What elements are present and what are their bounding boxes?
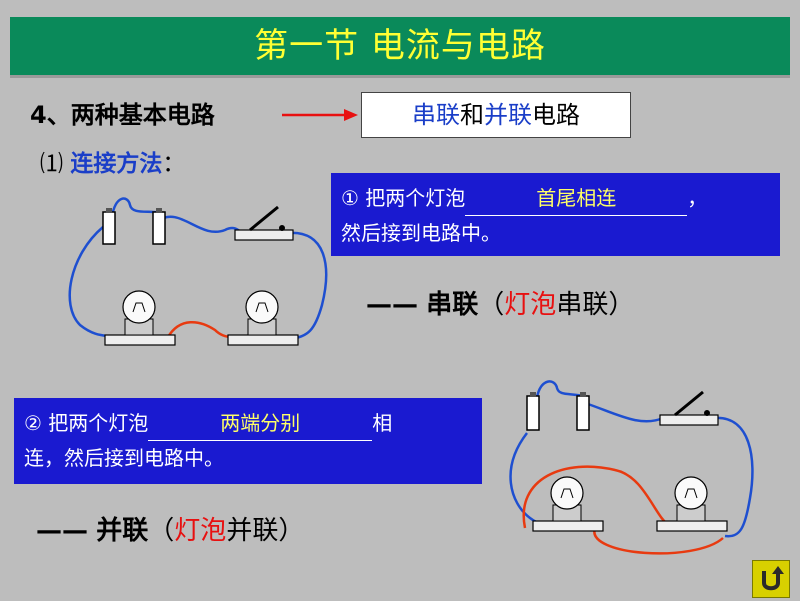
- circuit-types-box: 串联和并联电路: [361, 92, 631, 138]
- series-rest: 串联）: [556, 290, 635, 320]
- colon: ：: [162, 151, 186, 177]
- bulb-word: 灯泡: [504, 290, 557, 320]
- parallel-circuit-diagram: [509, 380, 754, 555]
- and-word: 和: [460, 101, 484, 129]
- return-button[interactable]: [752, 560, 790, 598]
- paren-open: （: [478, 290, 505, 320]
- series-word: 串联: [412, 101, 460, 129]
- switch-icon: [234, 205, 294, 241]
- series-conclusion: —— 串联（灯泡串联）: [366, 284, 634, 321]
- series-line2: 然后接到电路中。: [341, 221, 501, 245]
- switch-icon: [659, 390, 719, 426]
- circuit-word: 电路: [532, 101, 580, 129]
- series-prefix: ① 把两个灯泡: [341, 186, 466, 210]
- parallel-conclusion: —— 并联（灯泡并联）: [36, 510, 304, 547]
- paren-open: （: [148, 516, 175, 546]
- parallel-rest: 并联）: [226, 516, 305, 546]
- return-arrow-icon: [762, 566, 784, 591]
- series-suffix: ，: [687, 186, 708, 210]
- parallel-label: 并联: [96, 516, 149, 546]
- battery-icon: [526, 392, 590, 431]
- section-heading: 4、两种基本电路: [30, 101, 215, 129]
- title-bar: 第一节 电流与电路: [10, 17, 790, 78]
- parallel-suffix: 相: [372, 411, 393, 435]
- bulb-icon: [532, 476, 604, 532]
- dash: ——: [366, 290, 418, 320]
- series-description-box: ① 把两个灯泡首尾相连， 然后接到电路中。: [331, 173, 780, 256]
- arrow-right-icon: [282, 109, 358, 121]
- parallel-word: 并联: [484, 101, 532, 129]
- item-number: ⑴: [40, 151, 63, 177]
- series-label: 串联: [426, 290, 479, 320]
- parallel-line2: 连，然后接到电路中。: [24, 446, 224, 470]
- parallel-description-box: ② 把两个灯泡两端分别相 连，然后接到电路中。: [14, 398, 482, 484]
- bulb-icon: [227, 290, 299, 346]
- bulb-word: 灯泡: [174, 516, 227, 546]
- bulb-icon: [656, 476, 728, 532]
- series-blank-answer: 首尾相连: [465, 181, 688, 216]
- connection-method-label: 连接方法: [70, 151, 163, 177]
- dash: ——: [36, 516, 88, 546]
- battery-icon: [102, 208, 166, 245]
- parallel-blank-answer: 两端分别: [148, 406, 373, 441]
- parallel-prefix: ② 把两个灯泡: [24, 411, 149, 435]
- page-title: 第一节 电流与电路: [254, 26, 546, 66]
- bulb-icon: [104, 290, 176, 346]
- connection-method-heading: ⑴ 连接方法：: [40, 144, 185, 178]
- series-circuit-diagram: [68, 197, 328, 346]
